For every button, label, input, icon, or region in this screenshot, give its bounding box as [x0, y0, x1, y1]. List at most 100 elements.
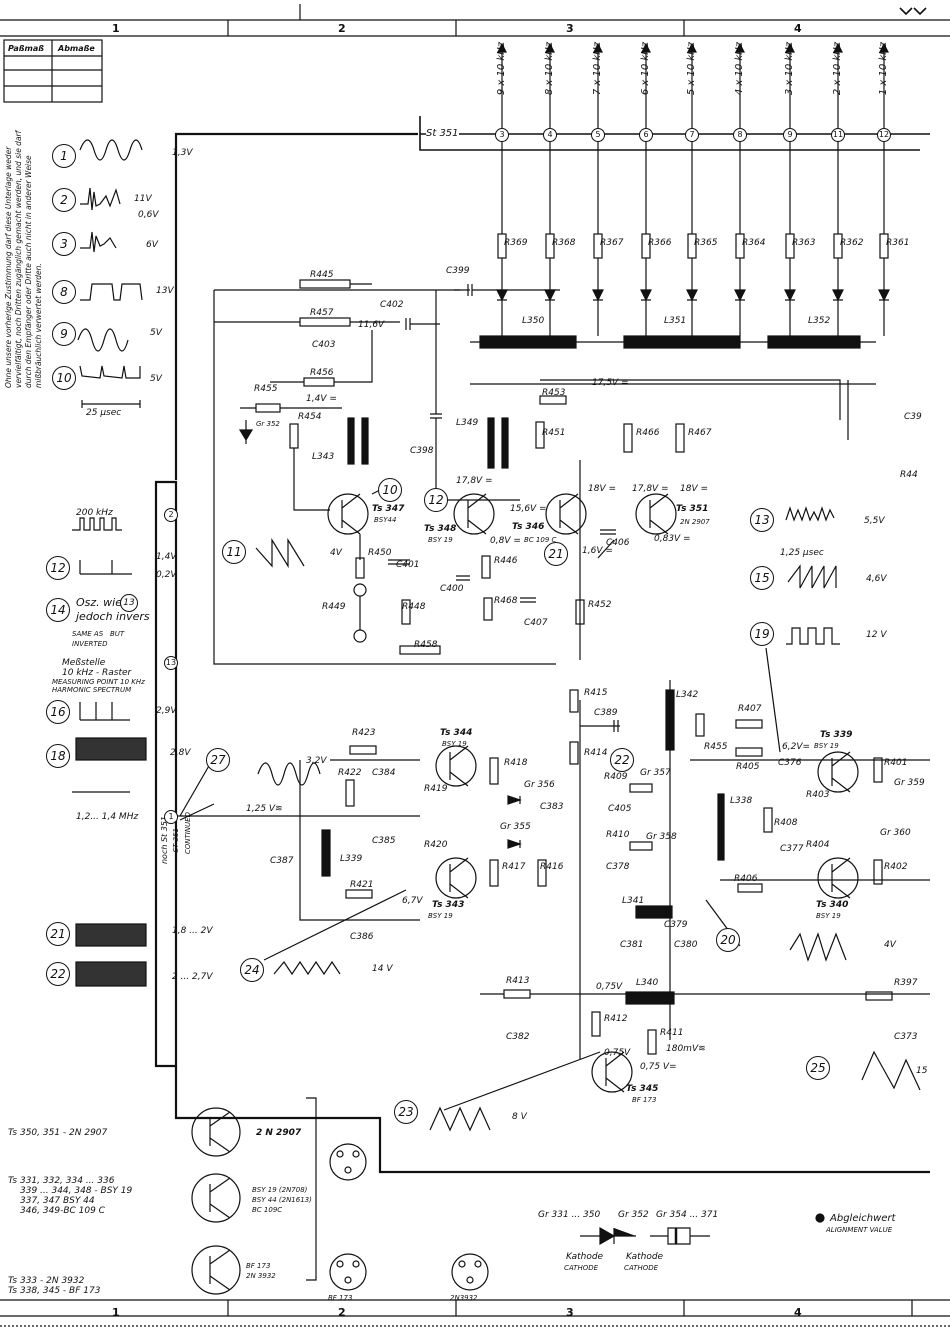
ts344-label: Ts 344	[440, 728, 473, 738]
waveform-marker-11: 11	[222, 540, 246, 564]
waveform-marker-1: 1	[52, 144, 76, 168]
wave-20-amplitude: 4V	[884, 940, 896, 950]
c39-label: C39	[904, 412, 922, 422]
kathode-1: Kathode	[566, 1252, 604, 1262]
v0-75a: 0,75V	[596, 982, 623, 992]
column-2-bottom: 2	[338, 1306, 346, 1319]
v17-5: 17,5V =	[592, 378, 629, 388]
r449-label: R449	[322, 602, 346, 612]
v11-6: 11,6V	[358, 320, 385, 330]
bottom-2n3932: 2N3932	[450, 1294, 478, 1302]
pinout-2n2907: 2 N 2907	[256, 1128, 302, 1138]
c403-label: C403	[312, 340, 336, 350]
freq-pin-11: 11	[831, 128, 845, 142]
c377-label: C377	[780, 844, 804, 854]
waveform-3-amplitude: 6V	[146, 240, 158, 250]
gr357-label: Gr 357	[640, 768, 671, 778]
r452-label: R452	[588, 600, 612, 610]
freq-label-7x10khz: 7 x 10 kHz	[592, 42, 603, 96]
r413-label: R413	[506, 976, 530, 986]
wave-24-amplitude: 14 V	[372, 964, 393, 974]
r403-label: R403	[806, 790, 830, 800]
freq-200khz-label: 200 kHz	[76, 508, 113, 518]
pinout-bc109c: BC 109C	[252, 1206, 283, 1214]
r402-label: R402	[884, 862, 908, 872]
freq-line-0	[497, 42, 507, 234]
r407-label: R407	[738, 704, 762, 714]
alignment-value-en: ALIGNMENT VALUE	[826, 1226, 893, 1234]
waveform-marker-21: 21	[46, 922, 70, 946]
r404-label: R404	[806, 840, 830, 850]
waveform-8-amplitude: 13V	[156, 286, 174, 296]
freq-label-6x10khz: 6 x 10 kHz	[640, 42, 651, 96]
waveform-14-en: SAME AS	[72, 630, 104, 638]
freq-line-5	[735, 42, 745, 234]
r454-label: R454	[298, 412, 322, 422]
resistor-r365-label: R365	[694, 238, 718, 248]
r457-label: R457	[310, 308, 334, 318]
waveform-2-amplitude: 11V	[134, 194, 152, 204]
waveform-marker-12: 12	[46, 556, 70, 580]
r410-label: R410	[606, 830, 630, 840]
r411-label: R411	[660, 1028, 684, 1038]
r44-label: R44	[900, 470, 918, 480]
diode-6	[784, 258, 796, 336]
r448-label: R448	[402, 602, 426, 612]
connector-continued-en: CONTINUED	[184, 812, 192, 855]
alignment-value-de: Abgleichwert	[830, 1213, 896, 1224]
connector-label: St 351	[426, 128, 459, 139]
c379-label: C379	[664, 920, 688, 930]
c386-label: C386	[350, 932, 374, 942]
c402-label: C402	[380, 300, 404, 310]
column-1-bottom: 1	[112, 1306, 120, 1319]
freq-label-8x10khz: 8 x 10 kHz	[544, 42, 555, 96]
waveform-21-amplitude: 1,8 ... 2V	[172, 926, 213, 936]
r418-label: R418	[504, 758, 528, 768]
wave-23-amplitude: 8 V	[512, 1112, 527, 1122]
l342-label: L342	[676, 690, 699, 700]
r423-label: R423	[352, 728, 376, 738]
ts351-type: 2N 2907	[680, 518, 710, 526]
r408-label: R408	[774, 818, 798, 828]
freq-label-5x10khz: 5 x 10 kHz	[686, 42, 697, 96]
waveform-22-amplitude: 2 ... 2,7V	[172, 972, 213, 982]
waveform-marker-20: 20	[716, 928, 740, 952]
wave-25-amplitude: 15	[916, 1066, 928, 1076]
column-3-bottom: 3	[566, 1306, 574, 1319]
column-4: 4	[794, 22, 802, 35]
r467-label: R467	[688, 428, 712, 438]
diode-1	[544, 258, 556, 336]
c384-label: C384	[372, 768, 396, 778]
resistor-r367-label: R367	[600, 238, 624, 248]
waveform-marker-10b: 10	[378, 478, 402, 502]
v6-2: 6,2V=	[782, 742, 811, 752]
gr358-label: Gr 358	[646, 832, 677, 842]
table-header-abmasse: Abmaße	[58, 44, 95, 53]
waveform-14-en3: INVERTED	[72, 640, 108, 648]
r422-label: R422	[338, 768, 362, 778]
waveform-marker-15: 15	[750, 566, 774, 590]
r417-label: R417	[502, 862, 526, 872]
resistor-r368-label: R368	[552, 238, 576, 248]
c400-label: C400	[440, 584, 464, 594]
v18: 18V =	[588, 484, 617, 494]
diode-2	[592, 258, 604, 336]
diode-3	[640, 258, 652, 336]
freq-line-4	[687, 42, 697, 234]
v1-6: 1,6V =	[582, 546, 613, 556]
r416-label: R416	[540, 862, 564, 872]
r455b-label: R455	[704, 742, 728, 752]
l352-label: L352	[808, 316, 831, 326]
waveform-16-amplitude: 2,9V	[156, 706, 177, 716]
r446-label: R446	[494, 556, 518, 566]
pinout-bsy44: BSY 44 (2N1613)	[252, 1196, 312, 1204]
r453-label: R453	[542, 388, 566, 398]
r420-label: R420	[424, 840, 448, 850]
column-4-bottom: 4	[794, 1306, 802, 1319]
c389-label: C389	[594, 708, 618, 718]
gr355-label: Gr 355	[500, 822, 531, 832]
resistor-r363-label: R363	[792, 238, 816, 248]
legend-ts-c2: Ts 338, 345 - BF 173	[8, 1286, 101, 1296]
waveform-18-amplitude: 2,8V	[170, 748, 191, 758]
